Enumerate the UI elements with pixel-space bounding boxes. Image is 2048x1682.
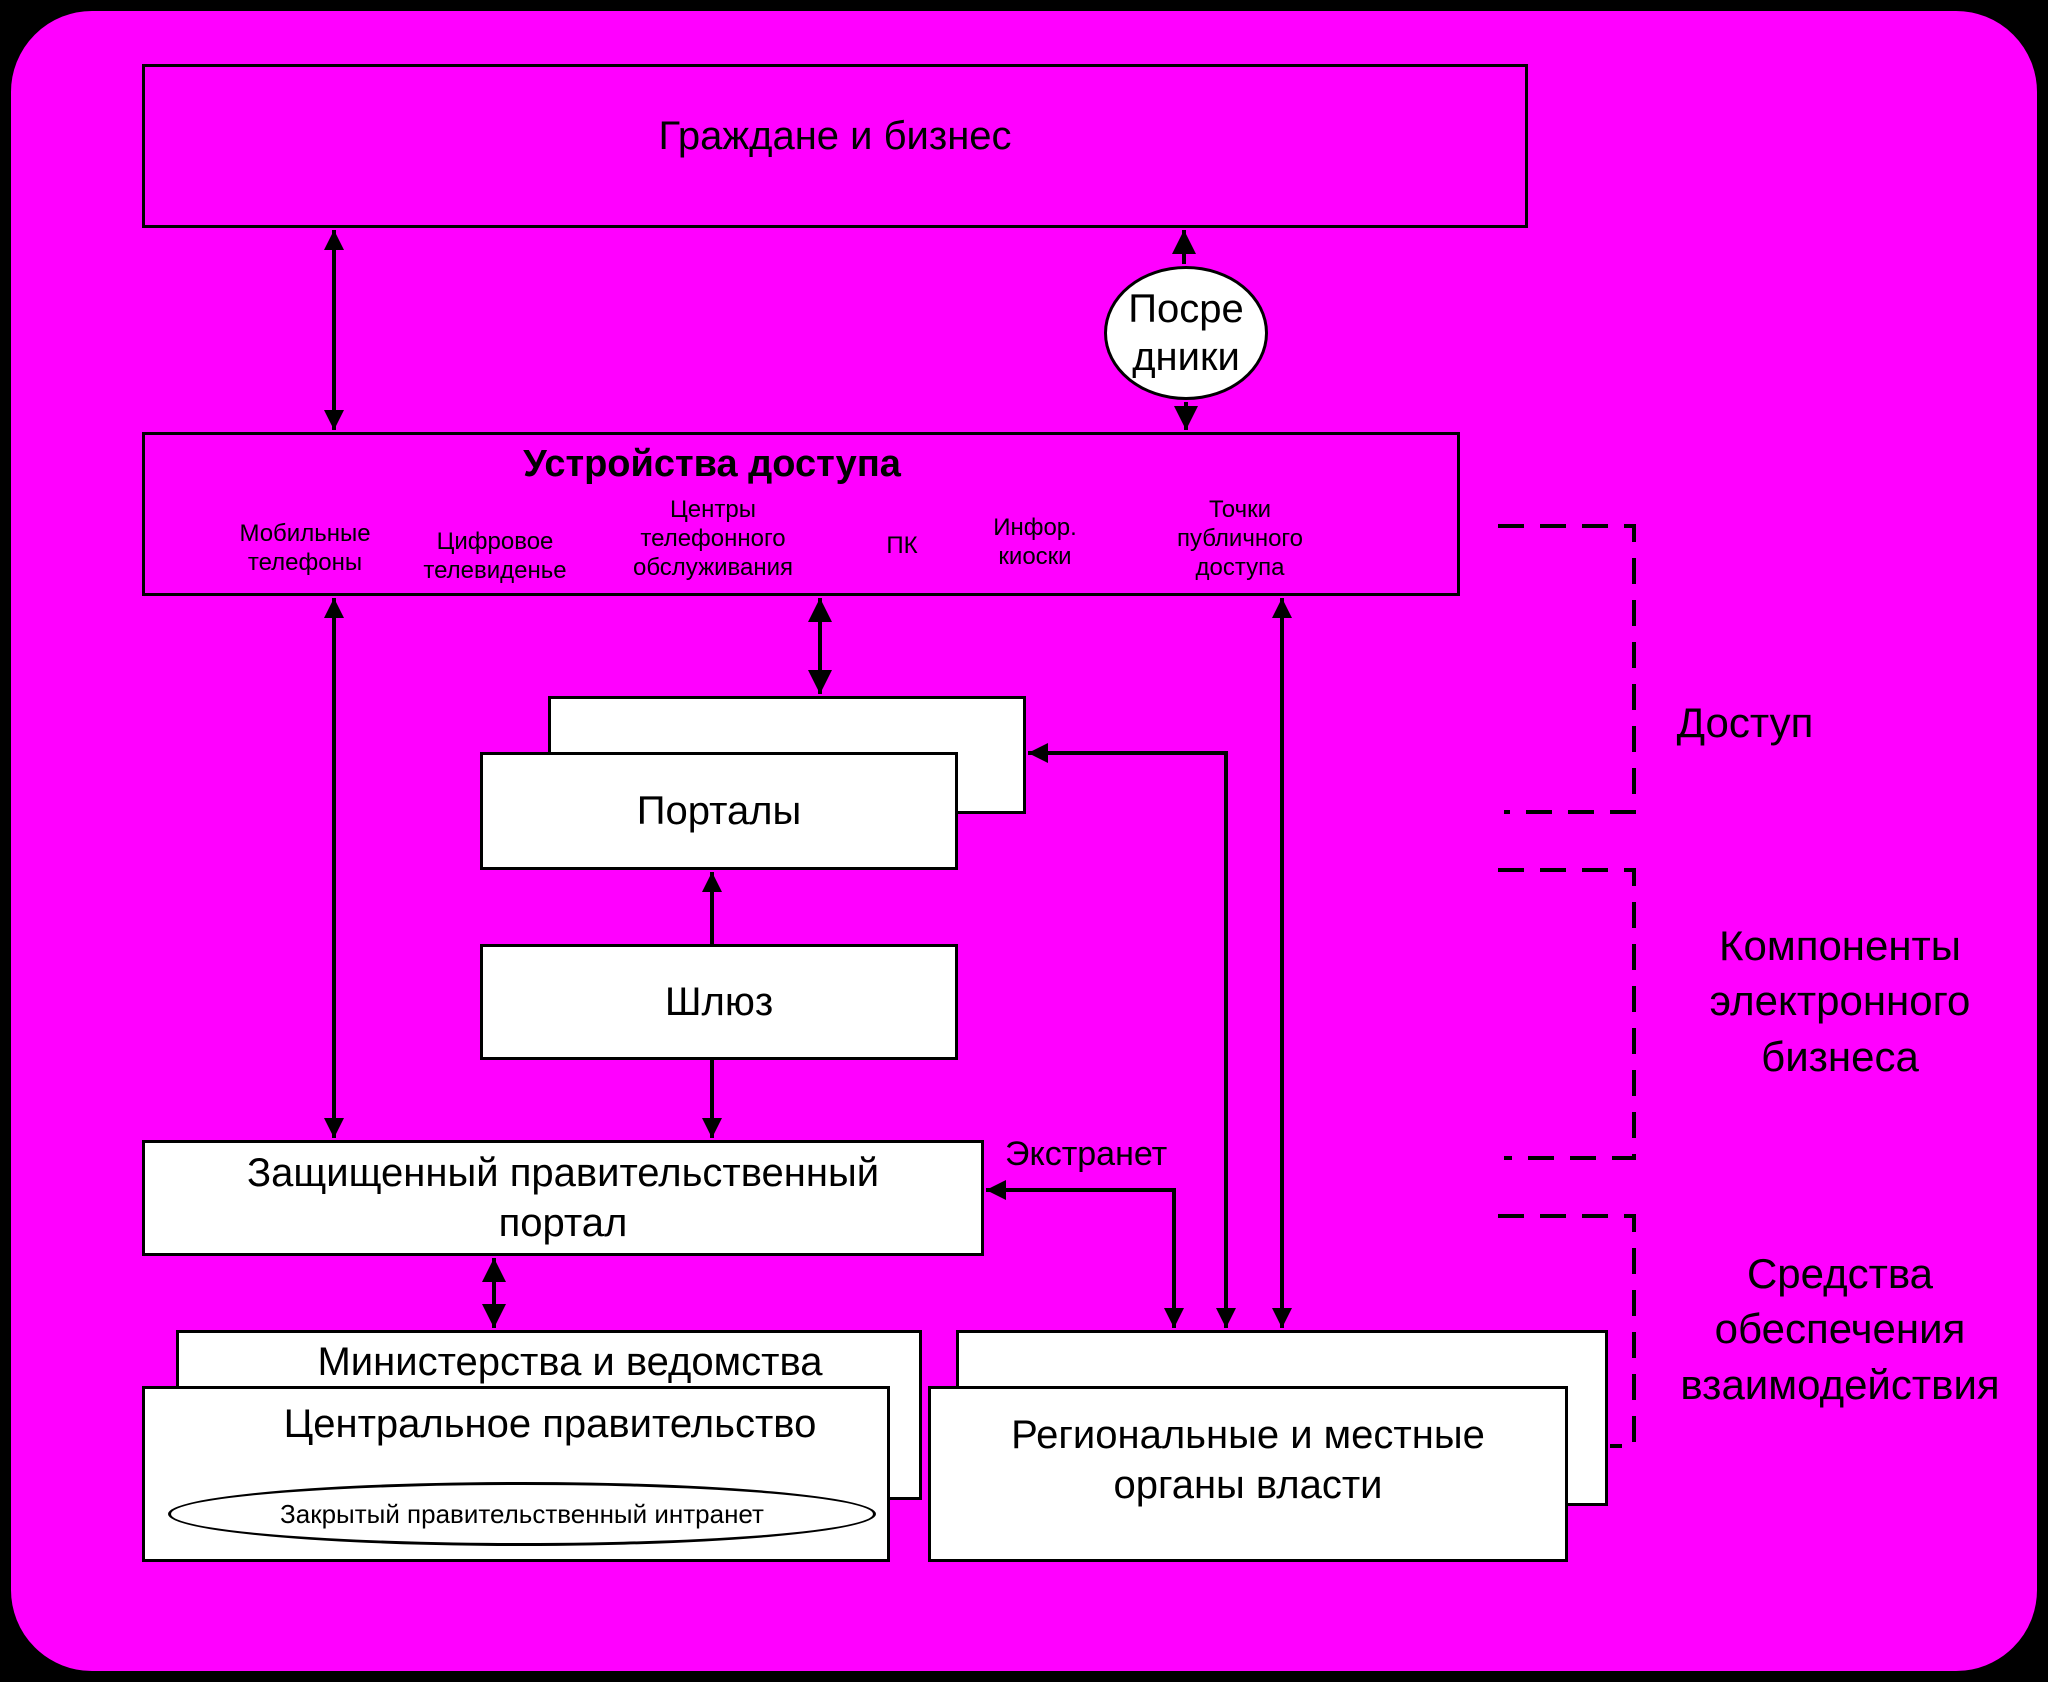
gateway-label: Шлюз (664, 979, 774, 1024)
device-call-centers: Центры телефонного обслуживания (632, 496, 794, 581)
device-digital-tv: Цифровое телевиденье (423, 528, 567, 584)
access-devices-box (142, 432, 1460, 596)
closed-intranet-ellipse: Закрытый правительственный интранет (168, 1482, 876, 1546)
closed-intranet-label: Закрытый правительственный интранет (280, 1498, 764, 1529)
intermediaries-ellipse: Посре дники (1104, 266, 1268, 400)
side-label-components: Компоненты электронного бизнеса (1709, 922, 1971, 1080)
secure-government-portal-label: Защищенный правительственный портал (246, 1151, 880, 1245)
central-government-label: Центральное правительство (283, 1402, 817, 1446)
device-public-access-points: Точки публичного доступа (1176, 496, 1304, 581)
intermediaries-label: Посре дники (1128, 287, 1244, 379)
side-label-interaction: Средства обеспечения взаимодействия (1680, 1250, 2000, 1408)
arrow-extranet (986, 1180, 1184, 1328)
device-pc: ПК (886, 532, 918, 559)
ministries-label: Министерства и ведомства (317, 1340, 823, 1384)
device-info-kiosks: Инфор. киоски (993, 514, 1077, 570)
bracket-access (1498, 524, 1636, 814)
arrow-portals-regional (1028, 743, 1236, 1328)
regional-box: Региональные и местные органы власти (928, 1386, 1568, 1562)
side-label-access: Доступ (1676, 699, 1814, 746)
portals-box: Порталы (480, 752, 958, 870)
gateway-box: Шлюз (480, 944, 958, 1060)
portals-label: Порталы (636, 788, 802, 833)
device-mobile-phones: Мобильные телефоны (239, 520, 371, 576)
citizens-business-box: Граждане и бизнес (142, 64, 1528, 228)
citizens-business-label: Граждане и бизнес (658, 113, 1012, 158)
secure-government-portal-box: Защищенный правительственный портал (142, 1140, 984, 1256)
regional-label: Региональные и местные органы власти (1011, 1413, 1485, 1507)
bracket-interaction (1498, 1214, 1636, 1448)
bracket-components (1498, 868, 1636, 1160)
access-devices-title: Устройства доступа (523, 443, 901, 485)
